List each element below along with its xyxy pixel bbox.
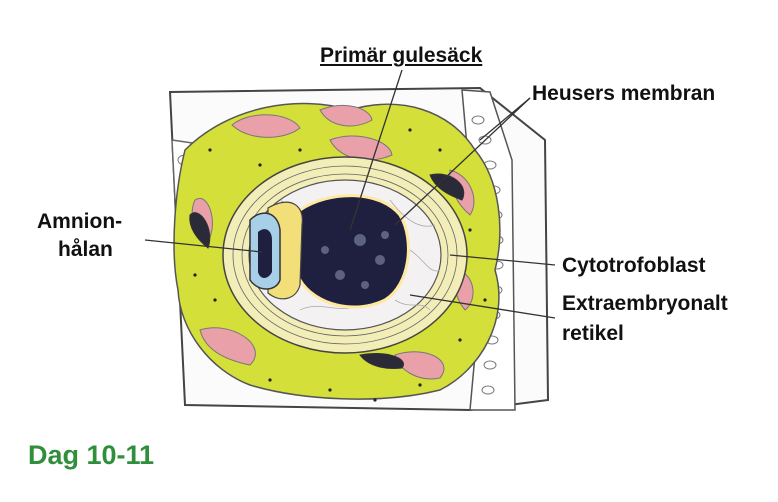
amnion-inner: [258, 229, 272, 278]
label-amnion-line2: hålan: [58, 238, 113, 262]
label-heusers-membrane: Heusers membran: [532, 82, 715, 106]
label-amnion-line1: Amnion-: [37, 210, 122, 234]
label-primary-yolk-sac: Primär gulesäck: [320, 44, 482, 68]
day-caption: Dag 10-11: [28, 440, 154, 470]
label-cytotrophoblast: Cytotrofoblast: [562, 254, 706, 278]
label-extraembryonic-line1: Extraembryonalt: [562, 292, 728, 316]
label-extraembryonic-line2: retikel: [562, 322, 624, 346]
primary-yolk-sac: [293, 196, 409, 307]
